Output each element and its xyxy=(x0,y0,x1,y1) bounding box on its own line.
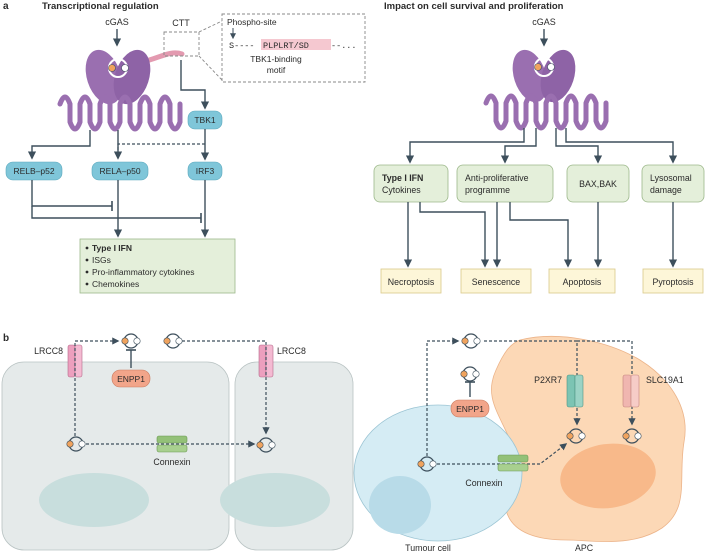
ctt-label: CTT xyxy=(172,18,190,28)
effect-bax: BAX,BAK xyxy=(579,179,617,189)
enpp1-left-label: ENPP1 xyxy=(117,374,145,384)
outcome-pyroptosis-box xyxy=(642,268,704,294)
motif-callout xyxy=(221,13,366,83)
motif-line1: TBK1-binding xyxy=(250,54,302,64)
phospho-site-label: Phospho-site xyxy=(227,17,277,27)
cgamp-left-cell2 xyxy=(256,437,276,453)
cgamp-apc-2 xyxy=(622,428,642,444)
right-title: Impact on cell survival and proliferatio… xyxy=(384,1,564,12)
effect-ifn-bold: Type I IFN xyxy=(382,173,423,183)
connexin-right-channel xyxy=(497,454,529,472)
apc-label: APC xyxy=(575,543,594,553)
cgas-left-protein xyxy=(57,49,185,132)
cgas-right-protein xyxy=(483,49,609,131)
outcome-senescence: Senescence xyxy=(472,277,521,287)
rela-box xyxy=(91,161,149,181)
outcome-senescence-box xyxy=(460,268,532,294)
slc19a1-channel xyxy=(622,374,640,408)
panel-b-letter: b xyxy=(3,333,9,344)
enpp1-left-box xyxy=(111,369,151,388)
outcome-apoptosis: Apoptosis xyxy=(563,277,602,287)
irf3-label: IRF3 xyxy=(196,166,215,176)
relb-box xyxy=(5,161,63,181)
outcome-necroptosis: Necroptosis xyxy=(388,277,435,287)
cgamp-left-cell1 xyxy=(66,436,86,452)
cgas-left-label: cGAS xyxy=(105,17,129,27)
enpp1-right-box xyxy=(450,399,490,418)
lrcc8-right-channel xyxy=(258,344,274,378)
output-item-ifn: Type I IFN xyxy=(92,243,132,253)
connexin-right-label: Connexin xyxy=(465,478,502,488)
output-box xyxy=(79,238,236,294)
enpp1-right-label: ENPP1 xyxy=(456,404,484,414)
output-item-isgs: ISGs xyxy=(92,255,111,265)
motif-highlight xyxy=(261,39,331,50)
tumour-cell-label: Tumour cell xyxy=(405,543,451,553)
left-title: Transcriptional regulation xyxy=(42,1,159,12)
cgamp-left-top-2 xyxy=(163,333,183,349)
lrcc8-left-label: LRCC8 xyxy=(34,346,63,356)
tumour-nucleus xyxy=(369,476,431,534)
cgamp-right-top-2 xyxy=(460,366,480,382)
effect-antiprolif-2: programme xyxy=(465,185,510,195)
outcome-necroptosis-box xyxy=(380,268,442,294)
outcome-apoptosis-box xyxy=(548,268,616,294)
effect-antiprolif-box xyxy=(456,164,554,203)
lrcc8-right-label: LRCC8 xyxy=(277,346,306,356)
p2rx7-channel xyxy=(566,374,584,408)
cgamp-apc-1 xyxy=(566,428,586,444)
effect-antiprolif-1: Anti-proliferative xyxy=(465,173,529,183)
effect-ifn-box xyxy=(373,164,449,203)
apc-nucleus xyxy=(560,443,656,509)
cgamp-tumour xyxy=(417,456,437,472)
motif-line2: motif xyxy=(267,65,286,75)
effect-ifn-sub: Cytokines xyxy=(382,185,421,195)
effect-lyso-1: Lysosomal xyxy=(650,173,692,183)
rela-label: RELA–p50 xyxy=(99,166,140,176)
relb-label: RELB–p52 xyxy=(13,166,54,176)
cgamp-left-top-1 xyxy=(121,333,141,349)
motif-seq-post: --... xyxy=(331,41,357,51)
motif-seq-highlight: PLPLRT/SD xyxy=(263,41,309,51)
nucleus-left-1 xyxy=(39,473,149,527)
output-item-chemokines: Chemokines xyxy=(92,279,139,289)
cgas-right-label: cGAS xyxy=(532,17,556,27)
output-item-cytokines: Pro-inflammatory cytokines xyxy=(92,267,195,277)
cgamp-right-top-1 xyxy=(461,333,481,349)
effect-lyso-2: damage xyxy=(650,185,682,195)
ctt-box xyxy=(163,31,200,57)
p2rx7-label: P2XR7 xyxy=(534,375,562,385)
tbk1-label: TBK1 xyxy=(194,115,216,125)
apc-cell xyxy=(491,335,686,542)
outcome-pyroptosis: Pyroptosis xyxy=(652,277,694,287)
slc19a1-label: SLC19A1 xyxy=(646,375,684,385)
connexin-left-label: Connexin xyxy=(153,457,190,467)
effect-lyso-box xyxy=(641,164,705,203)
connexin-left-channel xyxy=(156,435,188,453)
lrcc8-left-channel xyxy=(67,344,83,378)
panel-a-letter: a xyxy=(3,1,9,12)
nucleus-left-2 xyxy=(220,473,330,527)
motif-seq-pre: S---- xyxy=(229,41,255,51)
